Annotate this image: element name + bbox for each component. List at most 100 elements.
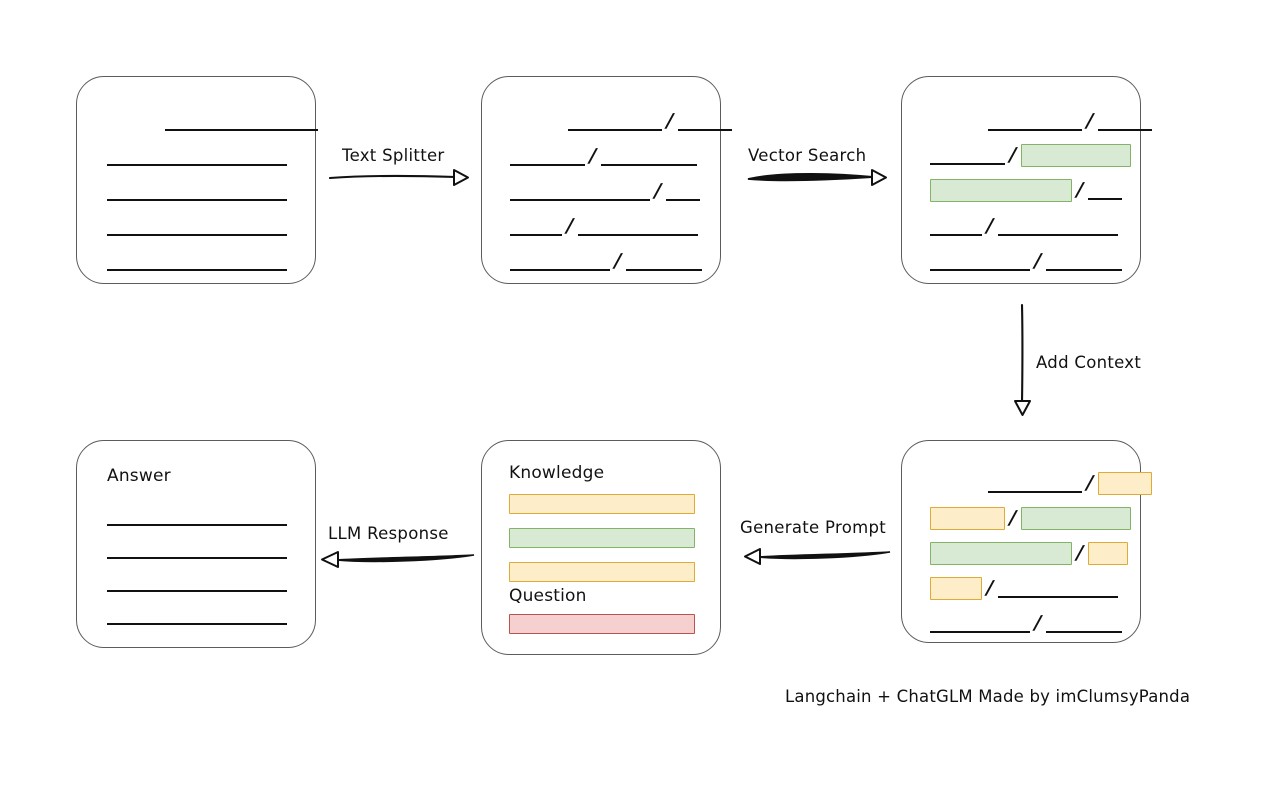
- text-line: [930, 143, 1005, 167]
- table-row: /: [930, 109, 1152, 133]
- table-row: /: [930, 611, 1122, 635]
- arrow-vector-search: [747, 169, 887, 186]
- table-row: [107, 109, 318, 133]
- chunk-separator: /: [1076, 542, 1084, 564]
- highlight-chunk-yellow: [930, 506, 1005, 530]
- text-line: [107, 249, 287, 273]
- text-line: [107, 537, 287, 561]
- text-line: [1088, 178, 1122, 202]
- text-line: [510, 249, 610, 273]
- highlight-chunk-yellow: [1088, 541, 1128, 565]
- table-row: [107, 504, 287, 528]
- table-row: /: [510, 179, 700, 203]
- box-matched-chunks[interactable]: / / / / /: [901, 76, 1152, 284]
- text-line: [1046, 611, 1122, 635]
- answer-label: Answer: [107, 466, 171, 486]
- arrow-label-generate-prompt: Generate Prompt: [740, 518, 886, 537]
- arrow-generate-prompt: [744, 548, 891, 565]
- text-line: [107, 504, 287, 528]
- chunk-separator: /: [666, 110, 674, 132]
- table-row: [107, 570, 287, 594]
- text-line: [930, 249, 1030, 273]
- text-line: [998, 214, 1118, 238]
- table-row: /: [930, 249, 1122, 273]
- arrow-label-llm-response: LLM Response: [328, 524, 449, 543]
- prompt-bar-knowledge-1: [509, 494, 695, 514]
- chunk-separator: /: [1009, 144, 1017, 166]
- text-line: [568, 109, 662, 133]
- chunk-separator: /: [614, 250, 622, 272]
- table-row: /: [930, 143, 1131, 167]
- text-line: [107, 603, 287, 627]
- table-row: /: [510, 109, 732, 133]
- table-row: /: [930, 506, 1131, 530]
- text-line: [510, 144, 585, 168]
- highlight-chunk-yellow: [930, 576, 982, 600]
- arrow-label-vector-search: Vector Search: [748, 146, 867, 165]
- table-row: /: [930, 576, 1118, 600]
- table-row: /: [930, 178, 1122, 202]
- chunk-separator: /: [654, 180, 662, 202]
- text-line: [510, 179, 650, 203]
- arrow-llm-response: [321, 551, 475, 568]
- prompt-knowledge-label: Knowledge: [509, 463, 605, 483]
- text-line: [988, 109, 1082, 133]
- chunk-separator: /: [986, 577, 994, 599]
- prompt-bar-knowledge-3: [509, 562, 695, 582]
- chunk-separator: /: [589, 145, 597, 167]
- highlight-chunk-yellow: [1098, 471, 1152, 495]
- table-row: [107, 144, 287, 168]
- table-row: [107, 214, 287, 238]
- text-line: [998, 576, 1118, 600]
- text-line: [678, 109, 732, 133]
- row-group: [77, 77, 318, 283]
- text-line: [601, 144, 697, 168]
- chunk-separator: /: [1034, 250, 1042, 272]
- text-line: [107, 144, 287, 168]
- prompt-question-label: Question: [509, 586, 587, 606]
- text-line: [107, 570, 287, 594]
- box-source-document[interactable]: [76, 76, 318, 284]
- highlight-chunk-green: [930, 178, 1072, 202]
- text-line: [107, 214, 287, 238]
- highlight-chunk-green: [930, 541, 1072, 565]
- text-line: [626, 249, 702, 273]
- chunk-separator: /: [1034, 612, 1042, 634]
- arrow-text-splitter: [328, 169, 469, 186]
- footer-credit: Langchain + ChatGLM Made by imClumsyPand…: [785, 687, 1191, 706]
- text-line: [930, 611, 1030, 635]
- table-row: [107, 537, 287, 561]
- table-row: /: [510, 249, 702, 273]
- box-prompt[interactable]: Knowledge Question: [481, 440, 721, 655]
- highlight-chunk-green: [1021, 143, 1131, 167]
- box-context-chunks[interactable]: / / / / /: [901, 440, 1152, 643]
- chunk-separator: /: [1076, 179, 1084, 201]
- text-line: [666, 179, 700, 203]
- text-line: [578, 214, 698, 238]
- text-line: [1046, 249, 1122, 273]
- highlight-chunk-green: [1021, 506, 1131, 530]
- prompt-bar-knowledge-2: [509, 528, 695, 548]
- table-row: /: [930, 214, 1118, 238]
- table-row: /: [930, 471, 1152, 495]
- chunk-separator: /: [566, 215, 574, 237]
- table-row: /: [930, 541, 1128, 565]
- text-line: [930, 214, 982, 238]
- text-line: [1098, 109, 1152, 133]
- box-answer[interactable]: Answer: [76, 440, 316, 648]
- row-group: / / / / /: [482, 77, 732, 283]
- table-row: [107, 249, 287, 273]
- table-row: [107, 603, 287, 627]
- row-group: / / / / /: [902, 77, 1152, 283]
- arrow-add-context: [1014, 303, 1031, 416]
- box-split-chunks[interactable]: / / / / /: [481, 76, 732, 284]
- prompt-bar-question-1: [509, 614, 695, 634]
- arrow-label-text-splitter: Text Splitter: [342, 146, 445, 165]
- text-line: [107, 179, 287, 203]
- text-line: [988, 471, 1082, 495]
- chunk-separator: /: [986, 215, 994, 237]
- text-line: [510, 214, 562, 238]
- table-row: /: [510, 144, 697, 168]
- text-line: [165, 109, 318, 133]
